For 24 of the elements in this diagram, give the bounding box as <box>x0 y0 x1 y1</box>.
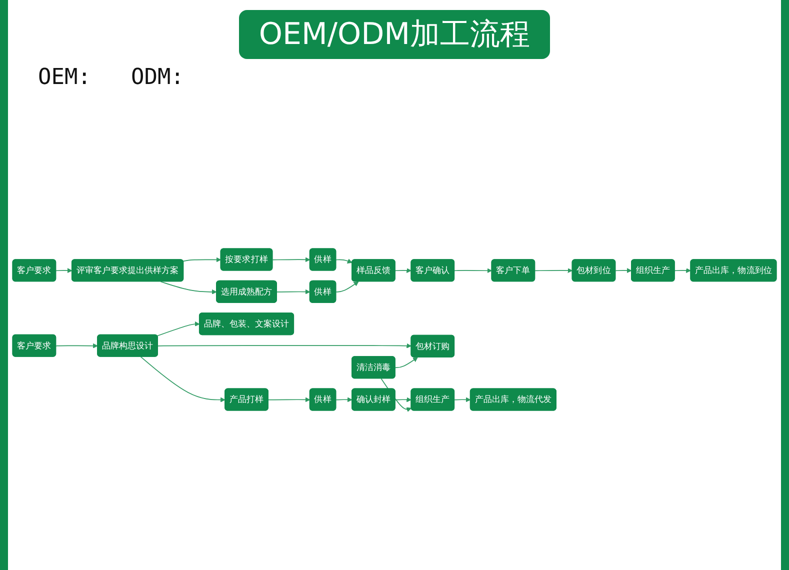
arrow <box>140 356 226 403</box>
arrow <box>336 282 359 293</box>
section-heading: OEM: <box>38 65 91 90</box>
arrow <box>674 268 691 274</box>
arrow <box>272 258 310 263</box>
arrow <box>56 344 98 349</box>
arrow <box>394 268 412 274</box>
arrow <box>156 322 200 337</box>
arrow <box>534 268 573 274</box>
arrow <box>394 358 418 369</box>
arrow <box>394 398 412 403</box>
arrow <box>182 258 222 263</box>
arrow <box>615 268 632 274</box>
arrow <box>158 344 412 349</box>
arrow <box>454 268 492 274</box>
arrow <box>160 282 217 295</box>
arrow <box>336 398 352 403</box>
arrow <box>454 398 471 403</box>
arrow <box>336 259 352 264</box>
arrow <box>276 290 310 295</box>
section-heading: ODM: <box>130 65 184 90</box>
arrow <box>56 268 72 274</box>
arrow <box>268 398 310 403</box>
title-banner: OEM/ODM加工流程 <box>238 10 550 59</box>
